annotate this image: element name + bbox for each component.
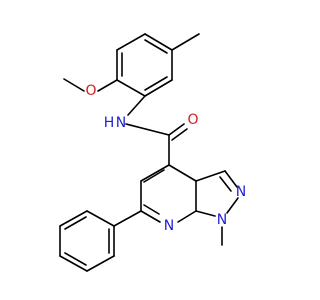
atom-pyridine-nitrogen: N bbox=[164, 218, 174, 234]
bond-ph-2 bbox=[59, 210, 88, 227]
bond-aryl-5 bbox=[144, 79, 173, 97]
bond-o-aryl bbox=[97, 79, 118, 92]
atom-amide-nitrogen: N bbox=[116, 115, 126, 131]
bond-py-6 bbox=[168, 164, 197, 182]
bond-pz-2 bbox=[224, 170, 238, 188]
atom-pyrazole-n2: N bbox=[236, 184, 246, 200]
bond-aryl-methyl bbox=[171, 33, 200, 51]
bond-phenyl-link bbox=[113, 210, 142, 227]
bond-py-3-inner bbox=[143, 204, 160, 215]
bond-carbonyl-o-2 bbox=[171, 128, 188, 141]
bond-py-1 bbox=[140, 164, 170, 182]
bond-aryl-5-inner bbox=[144, 76, 168, 91]
bond-aryl-2 bbox=[116, 33, 146, 51]
bond-pz-1 bbox=[195, 170, 226, 182]
bond-aryl-n bbox=[127, 95, 146, 116]
bond-n-carbonyl bbox=[125, 123, 170, 136]
bond-pz-2-inner bbox=[219, 176, 232, 192]
atom-carbonyl-oxygen: O bbox=[187, 112, 198, 128]
bond-ph-2-inner bbox=[64, 216, 87, 230]
atom-label-layer: O N H O N N N bbox=[85, 83, 246, 234]
bond-py-4 bbox=[177, 210, 197, 223]
bond-layer bbox=[59, 33, 239, 272]
atom-pyrazole-n1: N bbox=[217, 212, 227, 228]
bond-ph-4 bbox=[59, 255, 88, 272]
bond-carbonyl-o-1 bbox=[168, 123, 185, 136]
bond-aryl-3-inner bbox=[144, 39, 168, 54]
bond-ph-1 bbox=[86, 210, 115, 227]
molecule-structure-diagram: O N H O N N N bbox=[59, 33, 246, 272]
bond-ph-4-inner bbox=[64, 252, 87, 266]
bond-ph-5 bbox=[86, 255, 115, 272]
bond-aryl-6 bbox=[116, 79, 146, 97]
bond-pz-3 bbox=[226, 197, 239, 214]
atom-amide-hydrogen: H bbox=[104, 115, 115, 131]
bond-pz-4 bbox=[195, 210, 216, 217]
bond-aryl-3 bbox=[144, 33, 173, 51]
bond-py-3 bbox=[140, 210, 161, 223]
bond-methyl-o bbox=[63, 78, 85, 92]
bond-py-1-inner bbox=[143, 169, 165, 183]
atom-methoxy-oxygen: O bbox=[85, 83, 96, 99]
